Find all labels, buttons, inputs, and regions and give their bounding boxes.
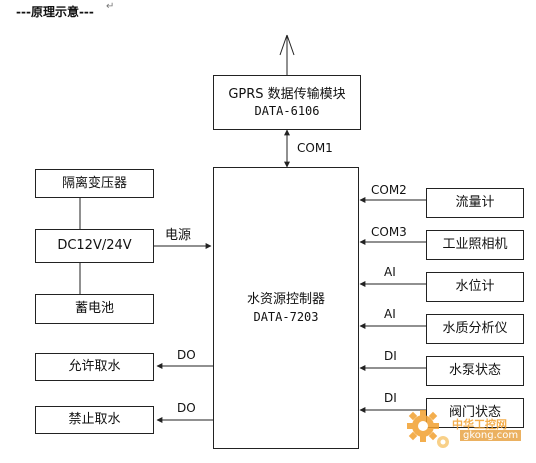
watermark-url: gkong.com xyxy=(460,430,522,441)
ai1-label: AI xyxy=(384,265,396,279)
power-label: 电源 xyxy=(165,228,192,243)
valve-status-box: 阀门状态 xyxy=(426,398,524,428)
gear-watermark-icon xyxy=(407,410,449,448)
water-level-box: 水位计 xyxy=(426,272,524,302)
return-mark-icon: ↵ xyxy=(106,1,115,12)
com1-label: COM1 xyxy=(297,141,333,155)
forbid-water-box: 禁止取水 xyxy=(35,406,154,434)
controller-name: 水资源控制器 xyxy=(246,292,325,308)
pump-status-box: 水泵状态 xyxy=(426,356,524,386)
allow-water-box: 允许取水 xyxy=(35,353,154,381)
com3-label: COM3 xyxy=(371,225,407,239)
controller-model: DATA-7203 xyxy=(253,309,319,324)
camera-box: 工业照相机 xyxy=(426,230,524,260)
gprs-module-name: GPRS 数据传输模块 xyxy=(228,86,346,102)
controller-box: 水资源控制器 DATA-7203 xyxy=(213,167,359,449)
do2-label: DO xyxy=(177,401,196,415)
battery-box: 蓄电池 xyxy=(35,294,154,324)
gprs-module-box: GPRS 数据传输模块 DATA-6106 xyxy=(213,75,361,130)
di1-label: DI xyxy=(384,349,397,363)
com2-label: COM2 xyxy=(371,183,407,197)
antenna-icon xyxy=(279,34,295,75)
watermark-text: 中华工控网 xyxy=(452,418,507,431)
gprs-module-model: DATA-6106 xyxy=(254,104,320,119)
water-quality-box: 水质分析仪 xyxy=(426,314,524,344)
di2-label: DI xyxy=(384,391,397,405)
ai2-label: AI xyxy=(384,307,396,321)
flowmeter-box: 流量计 xyxy=(426,188,524,218)
transformer-box: 隔离变压器 xyxy=(35,169,154,198)
dc-supply-box: DC12V/24V xyxy=(35,229,154,263)
do1-label: DO xyxy=(177,348,196,362)
page-title: ---原理示意--- xyxy=(16,5,94,19)
